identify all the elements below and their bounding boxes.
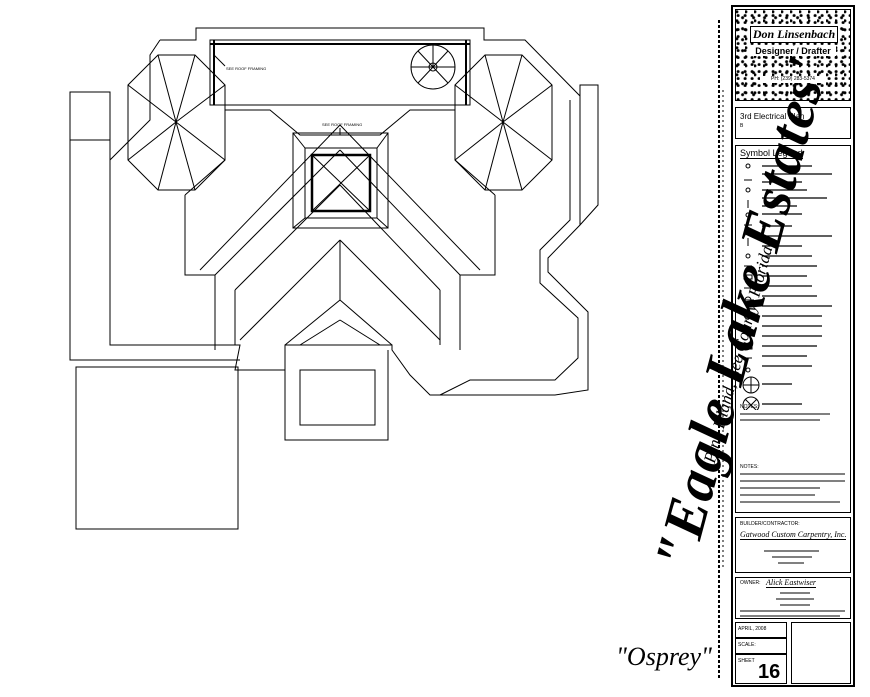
legend-notes-lines xyxy=(740,413,830,421)
owner-label: OWNER: xyxy=(740,580,761,586)
date-cell: APRIL, 2008 xyxy=(735,622,787,638)
cupola-corner-4 xyxy=(376,217,389,229)
model-name: "Osprey" xyxy=(616,642,712,671)
cupola-corner-3 xyxy=(292,217,306,229)
cupola-inner xyxy=(310,153,372,213)
cupola-corner-2 xyxy=(376,132,389,149)
scale-label: SCALE: xyxy=(738,642,756,648)
legend-notes-label: NOTES: xyxy=(740,404,759,410)
owner-name: Alick Eastwiser xyxy=(766,578,816,588)
legend-heading: Symbol Legend xyxy=(740,148,803,159)
entry-inner xyxy=(299,369,376,426)
legend-symbols xyxy=(742,163,760,410)
lower-left-wall xyxy=(69,140,240,361)
sheet-label: SHEET xyxy=(738,658,755,664)
owner-box: OWNER: Alick Eastwiser xyxy=(735,577,851,619)
sheet-title-note: B xyxy=(740,123,744,129)
legend-box: Symbol Legend NOTES: NOTES: xyxy=(735,145,851,513)
roof-outline-right xyxy=(579,84,599,226)
general-notes-label: NOTES: xyxy=(740,464,759,470)
stamp-box xyxy=(791,622,851,684)
cupola-mid xyxy=(304,147,378,219)
scale-cell: SCALE: xyxy=(735,638,787,654)
sheet-title: 3rd Electrical Plan xyxy=(740,112,805,121)
entry-bay xyxy=(284,345,389,441)
sheet-title-box: 3rd Electrical Plan B xyxy=(735,107,851,139)
right-inner-outline xyxy=(439,100,579,396)
designer-phone: PH: (239) 283-5374 xyxy=(760,76,826,83)
roof-outline-left xyxy=(69,91,111,160)
main-roof-hips xyxy=(184,109,496,350)
designer-box: Don Linsenbach Designer / Drafter PH: (2… xyxy=(735,9,851,101)
legend-text-lines xyxy=(762,165,832,405)
designer-role: Designer / Drafter xyxy=(750,46,836,56)
builder-label: BUILDER/CONTRACTOR: xyxy=(740,521,800,527)
sheet-number: 16 xyxy=(758,661,781,683)
sheet-cell: SHEET 16 xyxy=(735,654,787,684)
left-turret-hips xyxy=(127,54,226,191)
builder-box: BUILDER/CONTRACTOR: Gatwood Custom Carpe… xyxy=(735,517,851,573)
lanai-rect xyxy=(75,366,239,530)
builder-address-lines xyxy=(764,550,819,564)
builder-name: Gatwood Custom Carpentry, Inc. xyxy=(740,530,847,540)
roof-outline xyxy=(109,27,589,396)
cupola-corner-1 xyxy=(292,132,306,149)
owner-address-lines xyxy=(740,592,845,617)
fine-print-marks xyxy=(718,20,724,680)
general-notes-lines xyxy=(740,473,845,503)
title-block: Don Linsenbach Designer / Drafter PH: (2… xyxy=(731,5,855,687)
cupola-diag-2 xyxy=(311,154,371,212)
leader-left xyxy=(213,54,226,67)
drawing-date: APRIL, 2008 xyxy=(738,626,767,632)
roof-note-center: SEE ROOF FRAMING xyxy=(322,122,362,127)
roof-note-left: SEE ROOF FRAMING xyxy=(226,66,266,71)
cupola-outer xyxy=(292,132,389,229)
balcony xyxy=(209,39,471,106)
right-turret-hips xyxy=(454,54,553,191)
designer-name: Don Linsenbach xyxy=(750,26,838,43)
fine-print-strip xyxy=(716,10,726,690)
roof-plan-drawing: SEE ROOF FRAMING SEE ROOF FRAMING xyxy=(69,27,599,530)
spiral-stair-treads xyxy=(411,45,455,84)
